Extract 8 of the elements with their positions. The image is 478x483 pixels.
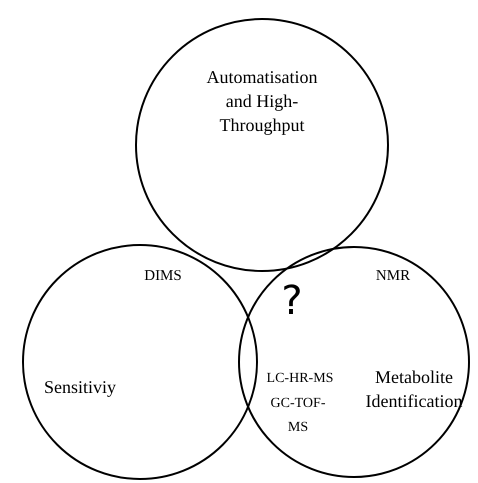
- set-label: Sensitiviy: [42, 376, 117, 399]
- intersection-label: LC-HR-MS: [266, 370, 334, 388]
- set-label: Metabolite Identification: [364, 366, 464, 413]
- intersection-label: NMR: [374, 267, 412, 286]
- set-label: Automatisation and High-Throughput: [206, 66, 318, 137]
- intersection-label: DIMS: [143, 267, 183, 286]
- intersection-label: GC-TOF-MS: [270, 395, 326, 437]
- question-mark: ?: [280, 277, 304, 326]
